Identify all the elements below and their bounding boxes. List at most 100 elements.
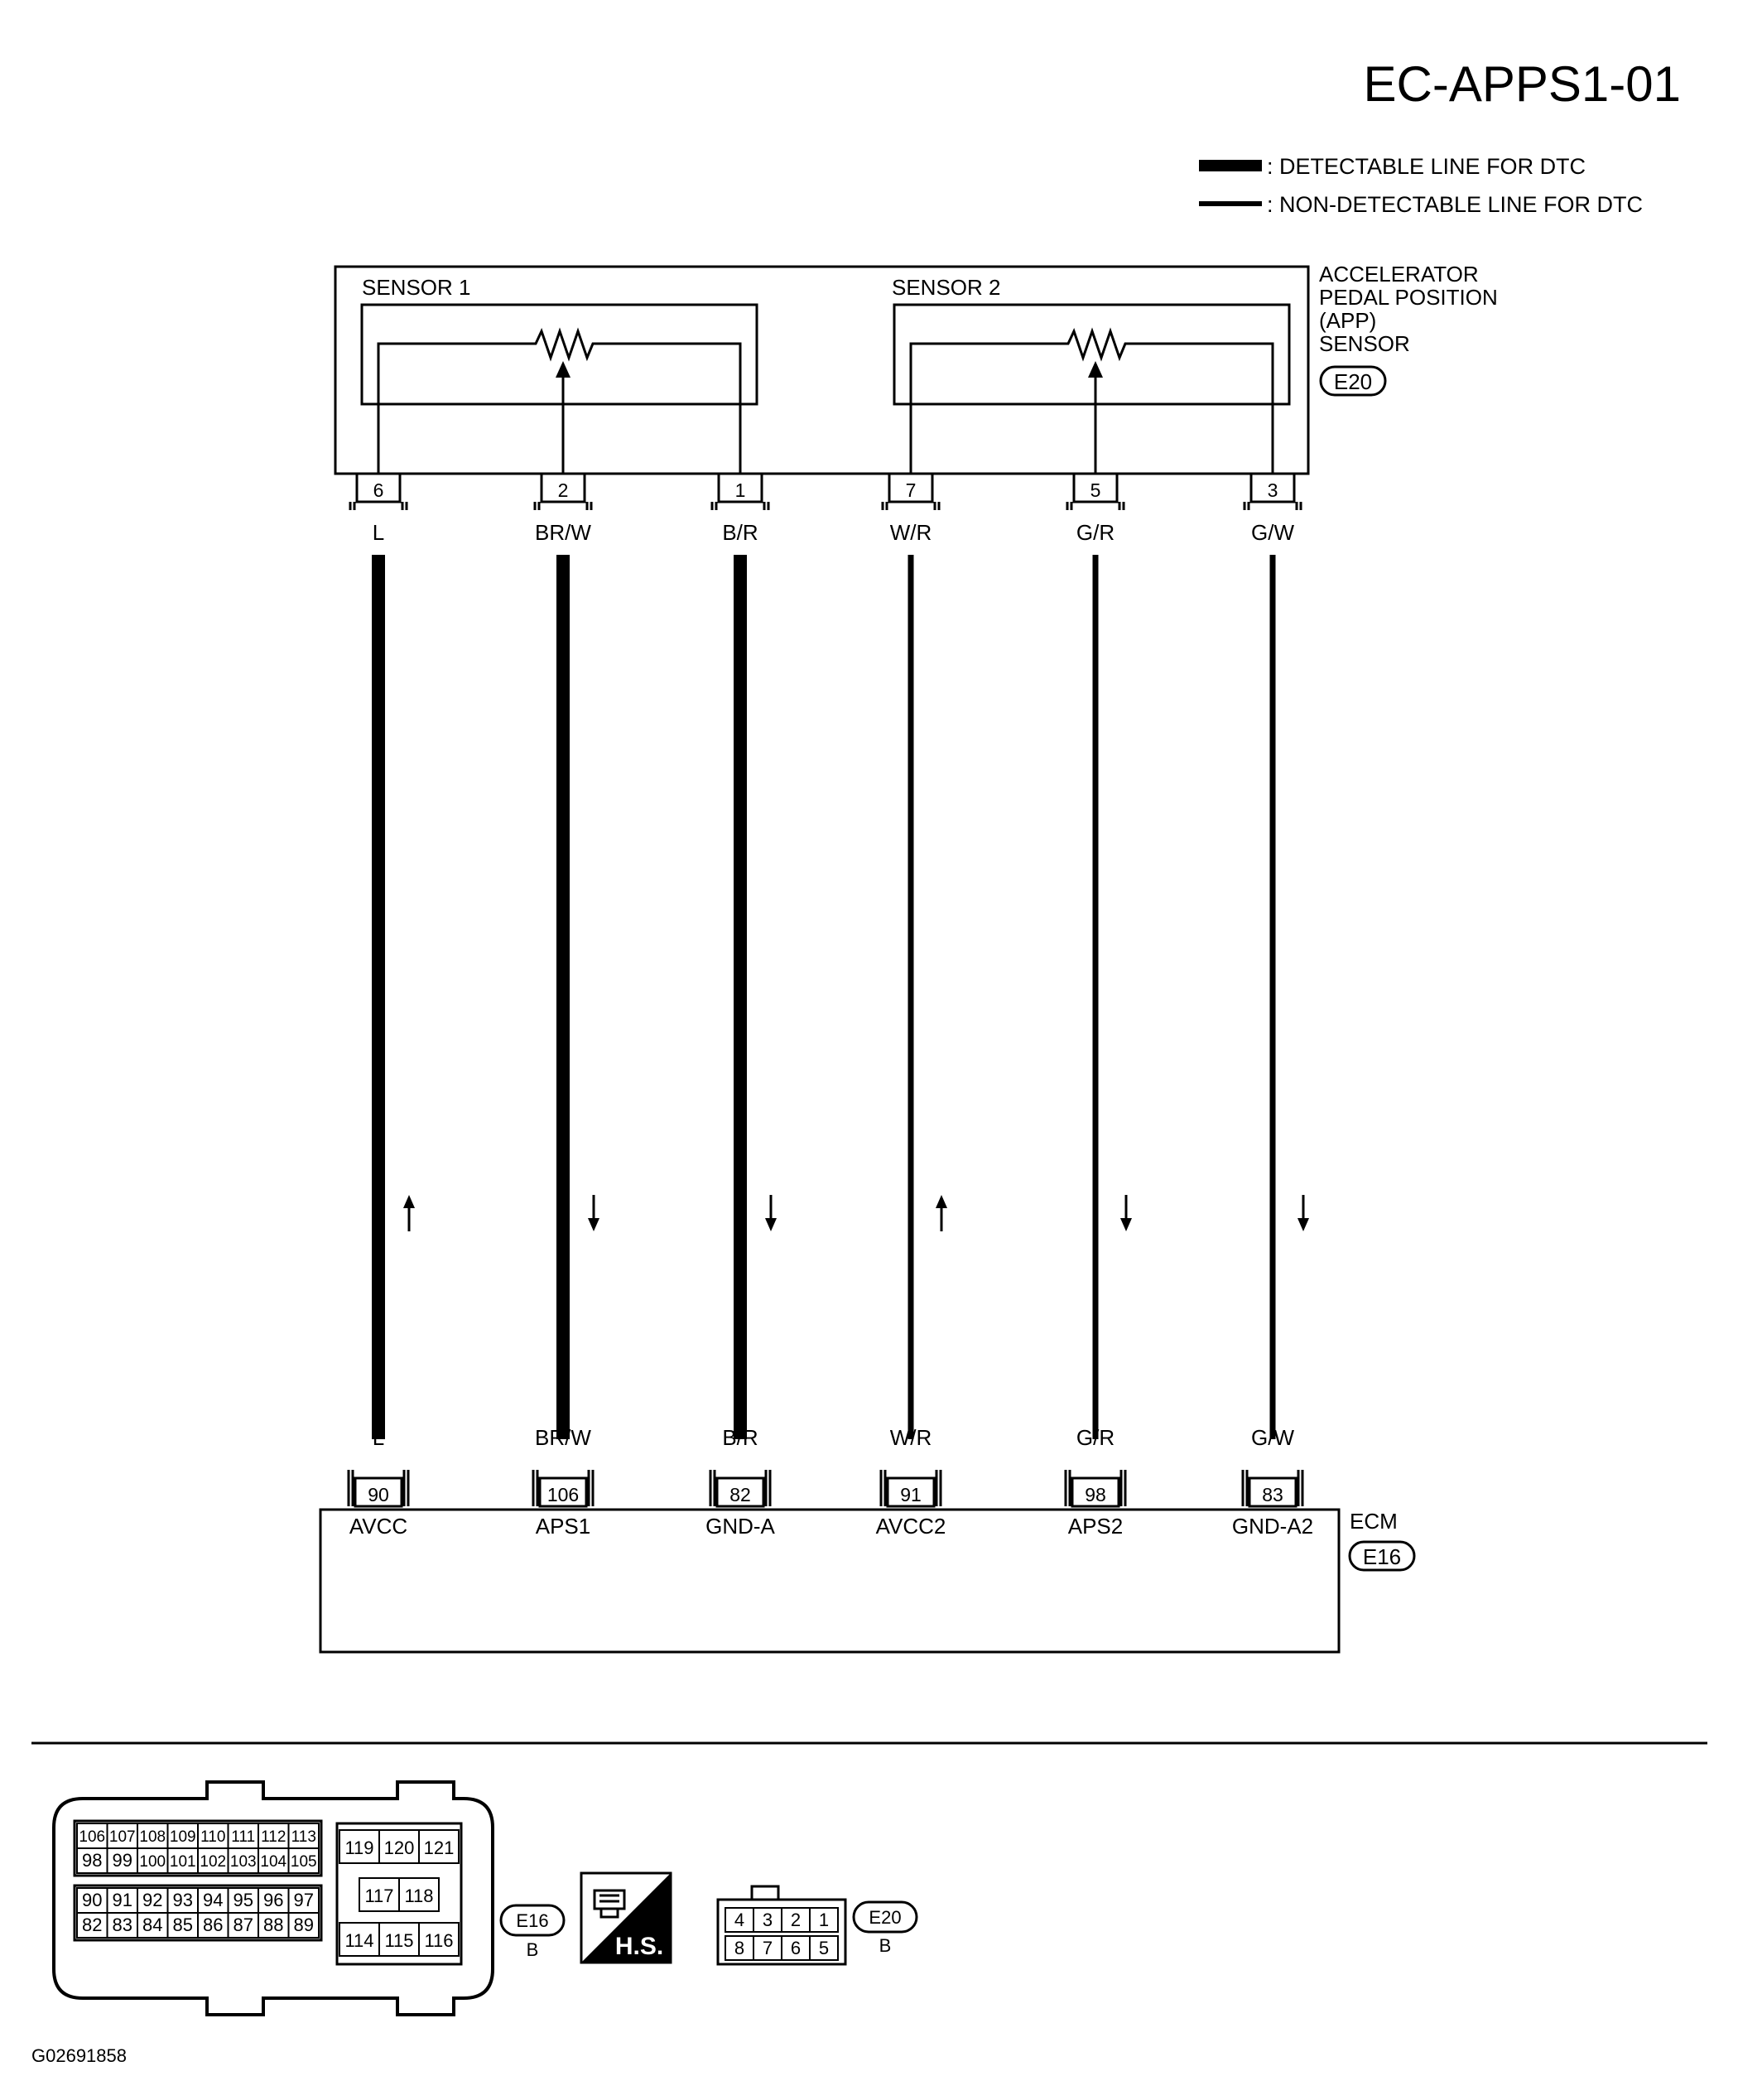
- ecm-pin-number: 105: [291, 1853, 317, 1871]
- ecm-pin-cell: [378, 1829, 420, 1864]
- wire-color-code-top: G/W: [1251, 520, 1294, 545]
- ecm-pin: 82: [709, 1470, 772, 1508]
- ecm-pin-cell: [197, 1912, 229, 1939]
- ecm-pin-cell: [137, 1847, 169, 1874]
- wire-color-code-bottom: L: [373, 1425, 384, 1450]
- non-detectable-line: [1269, 555, 1276, 1439]
- legend-detectable-swatch: [1199, 160, 1262, 171]
- app-sensor-name-line: (APP): [1319, 308, 1376, 333]
- ecm-pin-number: 104: [260, 1853, 286, 1871]
- legend: : DETECTABLE LINE FOR DTC : NON-DETECTAB…: [1199, 154, 1643, 217]
- ecm-pin-number: 88: [263, 1915, 283, 1935]
- ecm-face-color-code: B: [527, 1939, 539, 1960]
- sensor-pin-box: [540, 472, 586, 503]
- ecm-pin-number: 82: [82, 1915, 102, 1935]
- ecm-pin-cell: [227, 1847, 259, 1874]
- sensor-pin-box: [1072, 472, 1119, 503]
- sensor-pin-cell: [725, 1935, 754, 1961]
- ecm-pin-cell: [166, 1847, 199, 1874]
- detectable-line: [734, 555, 747, 1439]
- ecm-pin-number: 109: [170, 1828, 196, 1846]
- ecm-pin-number: 112: [261, 1828, 286, 1846]
- sensor2-label: SENSOR 2: [892, 275, 1001, 300]
- ecm-terminal-name: GND-A2: [1232, 1514, 1313, 1539]
- ecm-pin-number: 111: [231, 1828, 255, 1846]
- ecm-pin-number: 93: [173, 1890, 193, 1910]
- sensor-pin-box: [355, 472, 402, 503]
- ecm-pin-number: 100: [139, 1853, 166, 1871]
- ecm-pin-box: [715, 1476, 765, 1508]
- sensor-pin-number: 2: [558, 479, 569, 501]
- detectable-line: [556, 555, 570, 1439]
- ecm-pin-number: 98: [1085, 1484, 1106, 1505]
- wire-color-code-top: B/R: [722, 520, 758, 545]
- ecm-pin-number: 106: [547, 1484, 579, 1505]
- ecm-pin-number: 103: [230, 1853, 257, 1871]
- ecm-pin-number: 89: [294, 1915, 314, 1935]
- ecm-pin: 91: [879, 1470, 942, 1508]
- app-sensor-name-line: SENSOR: [1319, 331, 1410, 356]
- ecm-pin-number: 106: [79, 1828, 105, 1846]
- detectable-line: [372, 555, 385, 1439]
- ecm-terminal-name: APS2: [1068, 1514, 1124, 1539]
- sensor-face-color-code: B: [879, 1935, 892, 1956]
- ecm-pin-box: [1248, 1476, 1297, 1508]
- ecm-pin-cell: [287, 1823, 320, 1849]
- ecm-pin-box: [354, 1476, 403, 1508]
- ecm-name: ECM: [1350, 1509, 1398, 1534]
- sensor-pin-box: [888, 472, 934, 503]
- legend-non-detectable-label: : NON-DETECTABLE LINE FOR DTC: [1267, 192, 1643, 217]
- ecm-pin-number: 87: [233, 1915, 253, 1935]
- ecm-pin-number: 85: [173, 1915, 193, 1935]
- wire-color-code-bottom: G/R: [1076, 1425, 1115, 1450]
- ecm-pin-block-lower: [73, 1884, 323, 1942]
- sensor-connector-tag-outline: [1319, 365, 1387, 397]
- ecm-face-tag-outline: [499, 1904, 566, 1937]
- sensor-pin-number: 5: [1090, 479, 1101, 501]
- app-sensor-housing: [334, 265, 1310, 475]
- ecm-pin-number: 115: [384, 1930, 413, 1951]
- sensor-pin-cell: [809, 1907, 839, 1933]
- arrow-up-icon: [936, 1195, 947, 1231]
- wire-color-code-bottom: W/R: [890, 1425, 932, 1450]
- ecm-terminal-name: AVCC2: [876, 1514, 946, 1539]
- ecm-connector-shell: [52, 1780, 494, 2016]
- connector-icon: [593, 1889, 626, 1919]
- hs-badge-label: H.S.: [615, 1933, 663, 1960]
- sensor2-resistor-circuit: [909, 327, 1274, 476]
- ecm-terminal-name: APS1: [536, 1514, 591, 1539]
- sensor-connector-latch: [750, 1885, 780, 1901]
- wire-color-code-top: L: [373, 520, 384, 545]
- ecm-face-tag-id: E16: [516, 1910, 548, 1931]
- app-sensor-name: ACCELERATOR PEDAL POSITION (APP) SENSOR: [1319, 262, 1498, 356]
- ecm-terminal-name: GND-A: [705, 1514, 775, 1539]
- sensor1-wiper-arrow: [556, 361, 571, 378]
- sensor-pin-number: 2: [791, 1910, 801, 1930]
- ecm-pin-cell: [418, 1922, 460, 1957]
- ecm-pin: 98: [1064, 1470, 1127, 1508]
- ecm-pin-cell: [197, 1847, 229, 1874]
- ecm-pin-cell: [398, 1877, 440, 1912]
- wire-color-code-bottom: BR/W: [535, 1425, 591, 1450]
- sensor-face-tag-outline: [852, 1900, 918, 1934]
- ecm-pin-cell: [76, 1847, 108, 1874]
- wire-color-code-top: BR/W: [535, 520, 591, 545]
- ecm-pin-number: 91: [900, 1484, 922, 1505]
- sensor-pin-number: 6: [373, 479, 384, 501]
- ecm-pin-cell: [287, 1912, 320, 1939]
- non-detectable-line: [908, 555, 914, 1439]
- ecm-pin-cell: [76, 1912, 108, 1939]
- sensor-pin: 5: [1066, 472, 1125, 510]
- ecm-pin-number: 94: [203, 1890, 223, 1910]
- ecm-terminal-name: AVCC: [349, 1514, 407, 1539]
- wire-harness: 6LL90AVCC2BR/WBR/W106APS11B/RB/R82GND-A7…: [347, 472, 1313, 1539]
- ecm-pin-cell: [258, 1912, 290, 1939]
- ecm-pin-cell: [106, 1847, 138, 1874]
